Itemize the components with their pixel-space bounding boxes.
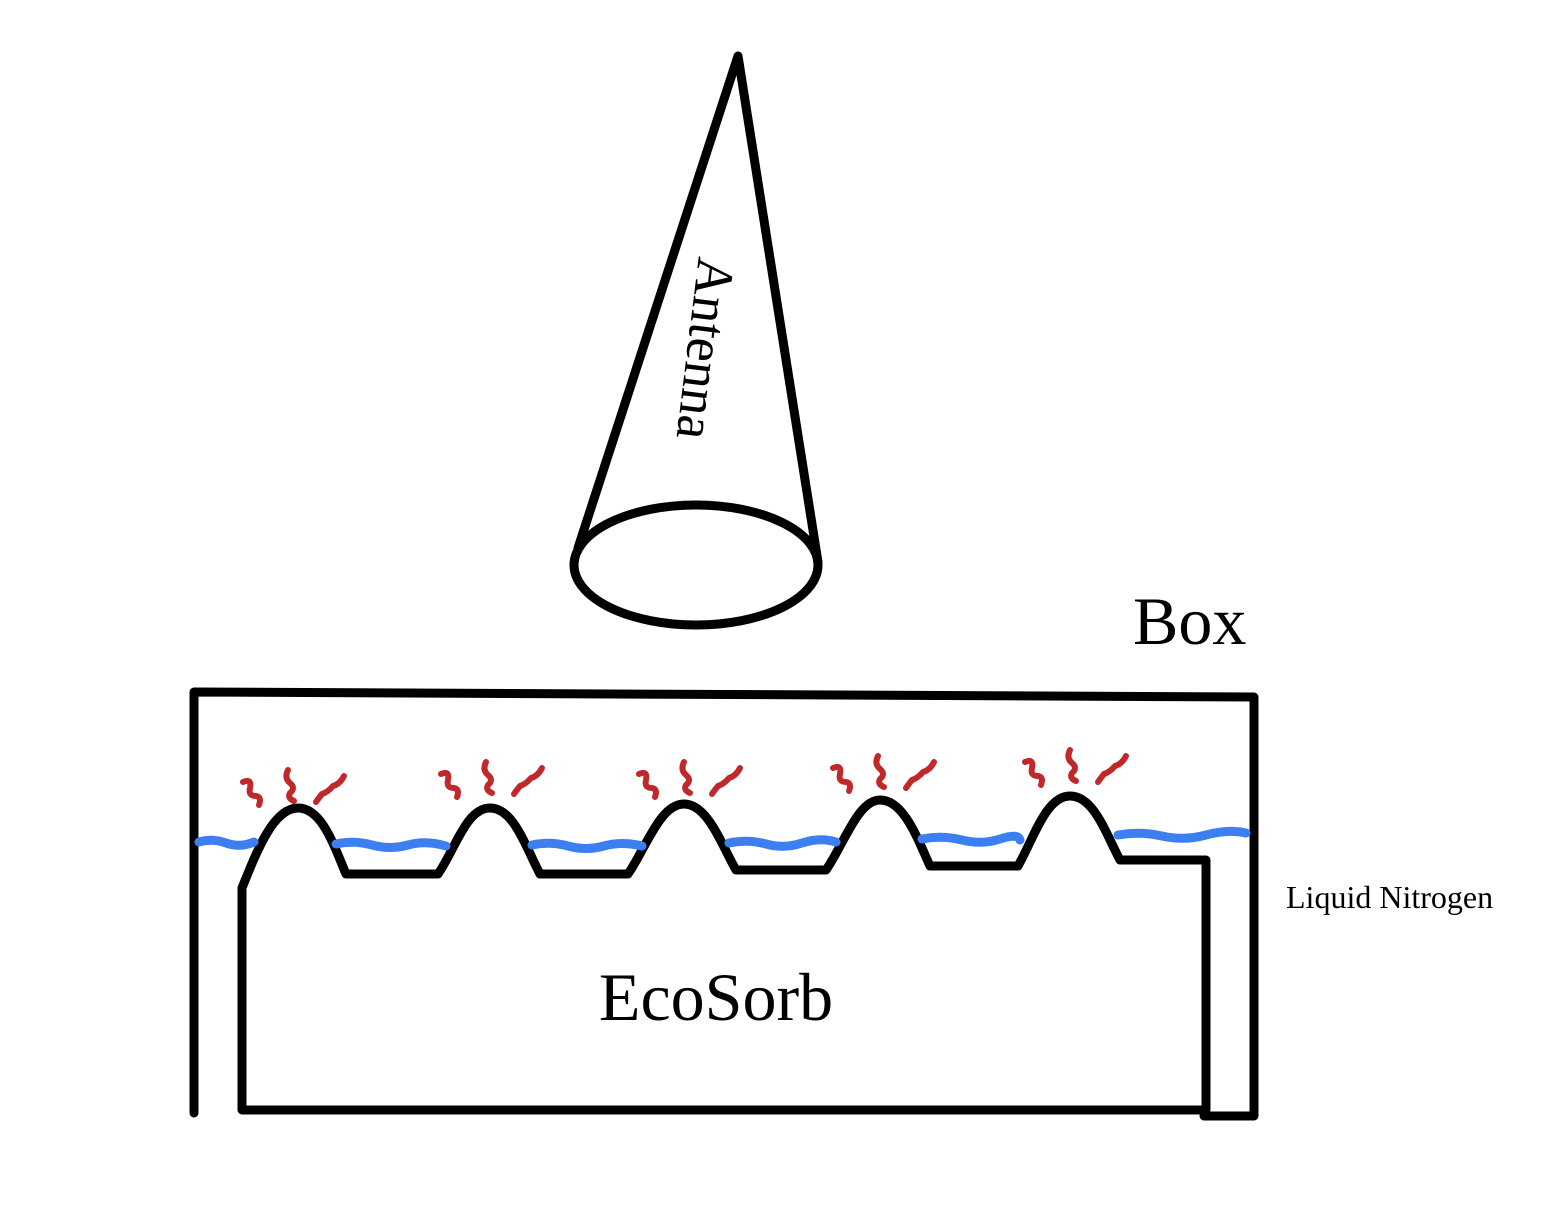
vapor-group <box>438 759 545 800</box>
vapor-group <box>240 767 347 808</box>
liquid-segment <box>1113 826 1251 843</box>
liquid-segment <box>724 835 841 851</box>
vapor-mark-left <box>438 769 461 800</box>
box: Box <box>189 583 1259 1121</box>
vapor-mark-center <box>873 753 887 790</box>
liquid-segment <box>527 838 647 853</box>
vapor-mark-left <box>636 769 659 800</box>
vapor-group <box>830 753 937 794</box>
antenna-label: Antenna <box>665 254 747 443</box>
vapor-mark-left <box>1022 757 1045 788</box>
liquid-segment <box>194 835 259 850</box>
antenna: Antenna <box>569 51 823 630</box>
box-label: Box <box>1133 583 1246 659</box>
vapor-mark-right <box>313 773 347 805</box>
vapor-mark-center <box>679 759 693 796</box>
liquid-segment <box>917 831 1025 847</box>
vapor-mark-center <box>481 759 495 796</box>
vapor-group <box>1022 747 1129 788</box>
vapor-mark-left <box>830 763 853 794</box>
vapor-mark-right <box>1095 753 1129 785</box>
vapor-mark-left <box>240 777 263 808</box>
vapor-group <box>636 759 743 800</box>
vapor-mark-center <box>283 767 297 804</box>
vapor-mark-right <box>903 759 937 791</box>
antenna-aperture <box>569 500 823 630</box>
vapor-mark-center <box>1065 747 1079 784</box>
vapor-mark-right <box>511 765 545 797</box>
ecosorb-label: EcoSorb <box>599 959 833 1035</box>
vapor-mark-right <box>709 765 743 797</box>
antenna-cone-body <box>573 51 823 567</box>
boil-off-vapor <box>240 747 1129 808</box>
liquid-nitrogen-label: Liquid Nitrogen <box>1286 879 1493 915</box>
liquid-segment <box>331 837 451 852</box>
liquid-nitrogen-level: Liquid Nitrogen <box>194 826 1493 915</box>
box-outline <box>189 687 1259 1121</box>
